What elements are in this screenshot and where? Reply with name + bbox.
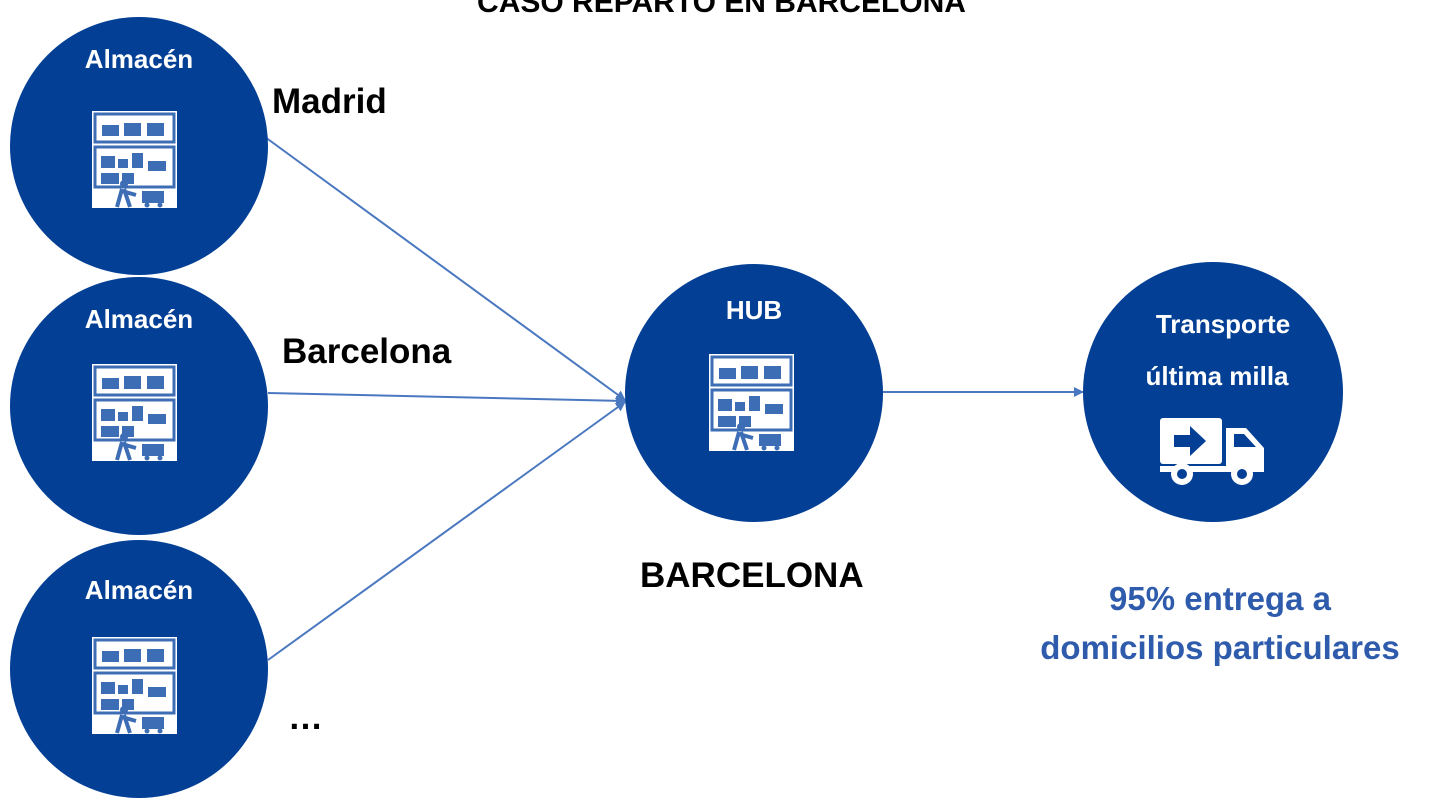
hub-location: BARCELONA	[640, 556, 864, 595]
last-mile-node: Transporte última milla	[1083, 262, 1343, 522]
connector-barcelona-hub	[267, 392, 626, 406]
warehouse-node-barcelona: Almacén	[10, 277, 268, 535]
warehouse-label: Almacén	[84, 44, 194, 74]
warehouse-city-other: …	[288, 698, 323, 737]
warehouse-label: Almacén	[84, 304, 194, 334]
warehouse-city-madrid: Madrid	[272, 82, 387, 121]
warehouse-worker-icon	[92, 637, 177, 734]
warehouse-worker-icon	[709, 354, 794, 451]
last-mile-label-line2: última milla	[1145, 361, 1289, 391]
delivery-note-line1: 95% entrega a	[1109, 580, 1331, 617]
warehouse-node-other: Almacén	[10, 540, 268, 798]
warehouse-label: Almacén	[84, 575, 194, 605]
hub-label: HUB	[725, 295, 783, 325]
last-mile-label-line1: Transporte	[1155, 309, 1291, 339]
delivery-note-line2: domicilios particulares	[1040, 629, 1400, 666]
delivery-note: 95% entrega a domicilios particulares	[995, 574, 1443, 672]
warehouse-node-madrid: Almacén	[10, 17, 268, 275]
hub-node: HUB	[625, 264, 883, 522]
warehouse-city-barcelona: Barcelona	[282, 332, 452, 371]
connector-madrid-hub	[264, 136, 626, 401]
warehouse-worker-icon	[92, 364, 177, 461]
warehouse-worker-icon	[92, 111, 177, 208]
delivery-truck-icon	[1160, 414, 1270, 491]
diagram-title: CASO REPARTO EN BARCELONA	[477, 0, 966, 19]
connector-other-hub	[267, 401, 626, 661]
